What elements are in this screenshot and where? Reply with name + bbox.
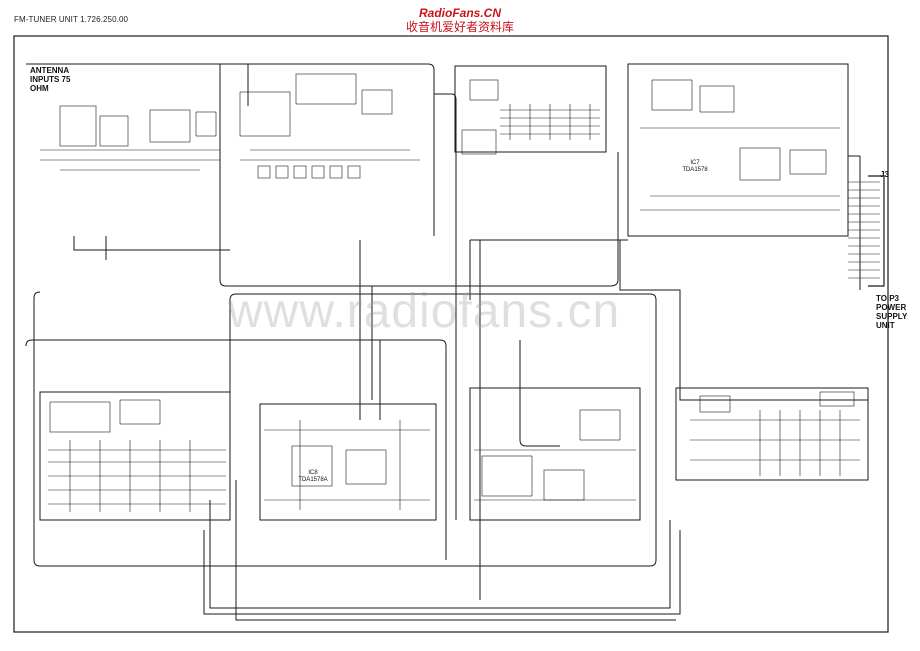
wire-loop-13 [73, 236, 230, 260]
antenna-label: ANTENNA INPUTS 75 OHM [30, 66, 71, 93]
connector-j3 [868, 175, 885, 287]
block-decoder [454, 65, 607, 153]
block-if [220, 63, 435, 236]
site-header: RadioFans.CN 收音机爱好者资料库 [0, 6, 920, 34]
site-name: RadioFans.CN [418, 6, 501, 20]
unit-title: FM-TUNER UNIT 1.726.250.00 [14, 15, 129, 24]
ic8-label: IC8 TDA1578A [296, 470, 330, 484]
border-frame [13, 35, 889, 633]
block-af-left [39, 391, 231, 521]
wire-loop-10 [235, 480, 676, 621]
block-stereo [627, 63, 849, 237]
wire-loop-3 [25, 339, 447, 560]
wire-loop-1 [219, 152, 619, 287]
wire-loop-5 [469, 239, 628, 600]
ic8-part: TDA1578A [298, 477, 328, 483]
wire-loop-11 [848, 155, 861, 290]
site-subtitle: 收音机爱好者资料库 [405, 20, 514, 34]
power-supply-label: TO P3 POWER SUPPLY UNIT [876, 294, 908, 330]
block-af-right [469, 387, 641, 521]
wire-loop-4 [434, 93, 457, 520]
wire-loop-9 [203, 530, 681, 615]
ic7-label: IC7 TDA1578 [680, 160, 710, 174]
watermark: www.radiofans.cn [228, 285, 621, 338]
ic7-part: TDA1578 [682, 167, 708, 173]
connector-j3-label: J3 [880, 170, 889, 179]
wire-loop-2 [33, 291, 657, 567]
block-af-mid [259, 403, 437, 521]
wire-loop-12 [359, 240, 381, 420]
wire-loop-7 [619, 240, 868, 401]
wire-loop-8 [209, 500, 671, 609]
ic7-ref: IC7 [690, 160, 700, 166]
ic8-ref: IC8 [308, 470, 318, 476]
wire-loop-6 [519, 340, 560, 447]
block-output [675, 387, 869, 481]
